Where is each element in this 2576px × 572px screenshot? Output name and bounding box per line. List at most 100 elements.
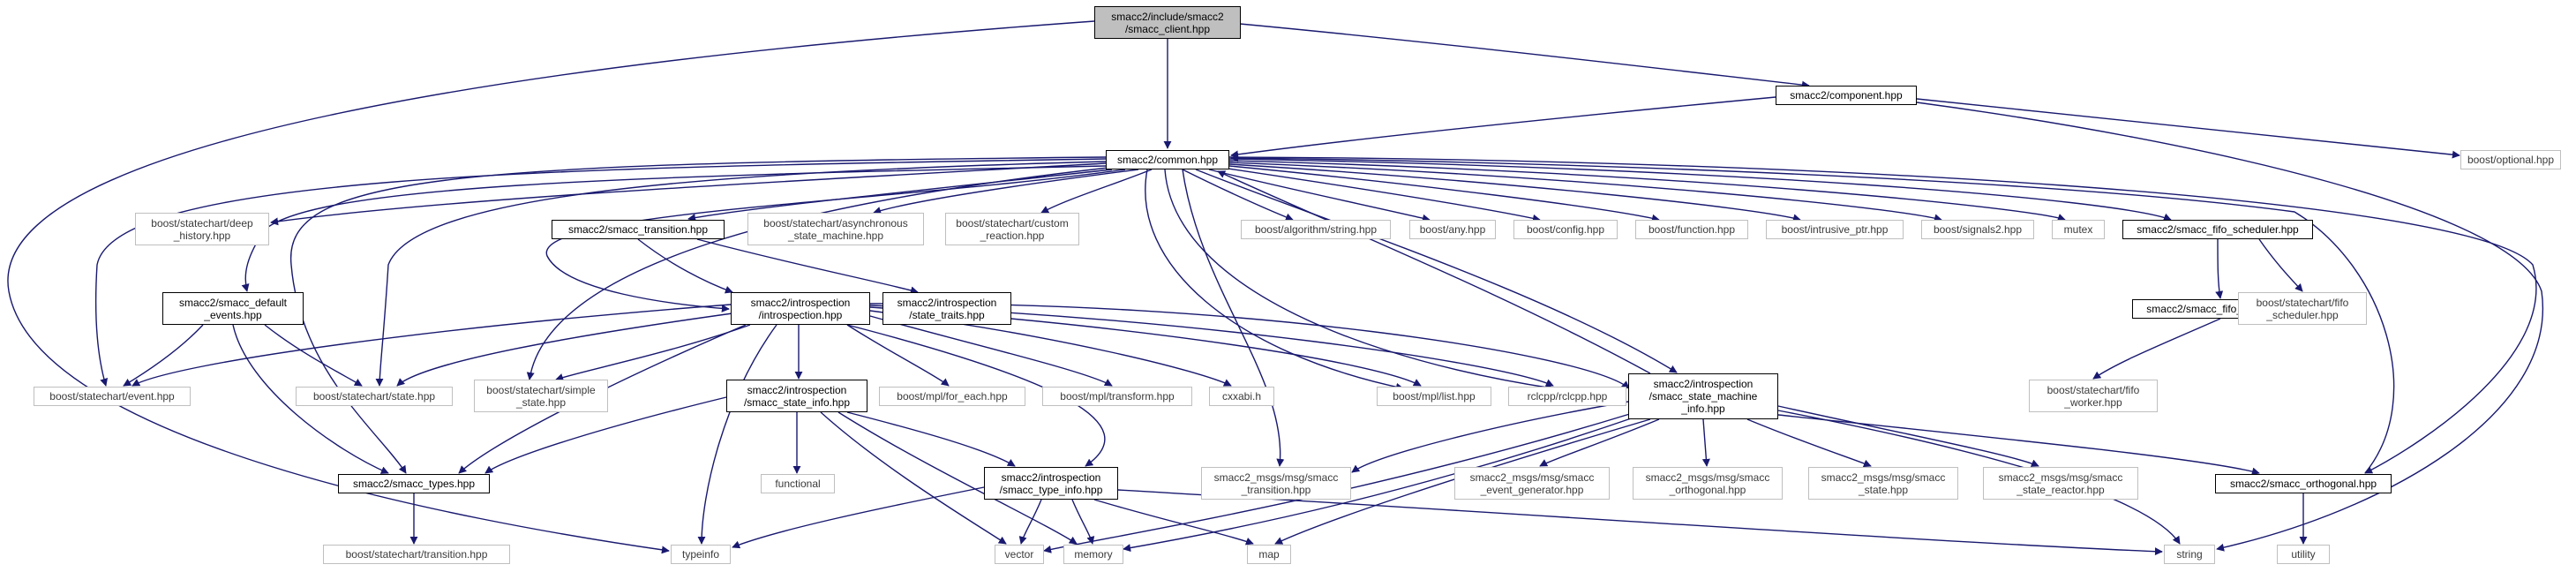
edge-component-common — [1230, 96, 1776, 159]
node-fifo-scheduler[interactable]: smacc2/smacc_fifo_scheduler.hpp — [2122, 220, 2313, 239]
edge-orthogonal-common — [1230, 154, 2395, 474]
node-msg-transition[interactable]: smacc2_msgs/msg/smacc _transition.hpp — [1201, 467, 1351, 500]
edge-sm-info-orthogonal — [1777, 414, 2260, 476]
node-msg-state[interactable]: smacc2_msgs/msg/smacc _state.hpp — [1808, 467, 1958, 500]
node-sm-info[interactable]: smacc2/introspection /smacc_state_machin… — [1628, 373, 1778, 419]
edge-sm-info-memory — [1123, 414, 1642, 553]
node-utility[interactable]: utility — [2277, 545, 2330, 564]
node-any[interactable]: boost/any.hpp — [1409, 220, 1496, 239]
edge-common-msg-transition — [1182, 169, 1285, 467]
edge-fifo-scheduler-sc-fifo-scheduler — [2258, 238, 2303, 292]
node-map[interactable]: map — [1247, 545, 1291, 564]
node-state[interactable]: boost/statechart/state.hpp — [296, 387, 453, 406]
node-optional[interactable]: boost/optional.hpp — [2460, 150, 2561, 169]
node-mutex[interactable]: mutex — [2052, 220, 2105, 239]
edge-common-async-sm — [873, 169, 1139, 214]
edge-smacc-transition-state-traits — [696, 238, 919, 295]
node-introspection[interactable]: smacc2/introspection /introspection.hpp — [731, 292, 870, 325]
edge-sm-info-common — [1217, 170, 1651, 374]
edge-introspection-event — [131, 304, 732, 387]
node-component[interactable]: smacc2/component.hpp — [1776, 86, 1917, 105]
node-signals2[interactable]: boost/signals2.hpp — [1921, 220, 2034, 239]
node-state-traits[interactable]: smacc2/introspection /state_traits.hpp — [882, 292, 1011, 325]
edge-introspection-sm-info — [869, 303, 1630, 389]
edge-default-events-smacc-types — [232, 324, 389, 474]
edge-type-info-memory — [1071, 499, 1095, 545]
node-cxxabi[interactable]: cxxabi.h — [1209, 387, 1274, 406]
edge-common-sm-info — [1195, 169, 1678, 373]
node-functional[interactable]: functional — [761, 474, 835, 493]
edge-type-info-typeinfo — [732, 486, 985, 549]
edge-common-custom-reaction — [1040, 169, 1153, 214]
node-simple-state[interactable]: boost/statechart/simple _state.hpp — [474, 380, 608, 412]
edge-common-event — [94, 158, 1107, 387]
edge-type-info-map — [1093, 499, 1254, 546]
node-intrusive-ptr[interactable]: boost/intrusive_ptr.hpp — [1766, 220, 1904, 239]
node-algorithm-string[interactable]: boost/algorithm/string.hpp — [1241, 220, 1391, 239]
edge-common-intrusive-ptr — [1228, 163, 1801, 222]
edge-component-optional — [1916, 98, 2460, 159]
edge-common-deep-history — [270, 162, 1107, 226]
node-custom-reaction[interactable]: boost/statechart/custom _reaction.hpp — [945, 213, 1079, 245]
node-smacc-transition[interactable]: smacc2/smacc_transition.hpp — [552, 220, 725, 239]
edge-fifo-scheduler-fifo-worker — [2215, 238, 2224, 299]
node-msg-event-gen[interactable]: smacc2_msgs/msg/smacc _event_generator.h… — [1454, 467, 1610, 500]
edge-sm-info-msg-event-gen — [1539, 418, 1660, 467]
edge-sm-info-vector — [1043, 412, 1633, 553]
node-mpl-list[interactable]: boost/mpl/list.hpp — [1377, 387, 1491, 406]
edge-type-info-string — [1117, 489, 2163, 556]
edge-root-component — [1239, 23, 1810, 89]
edge-common-rclcpp — [1164, 169, 1554, 392]
node-for-each[interactable]: boost/mpl/for_each.hpp — [879, 387, 1025, 406]
node-vector[interactable]: vector — [995, 545, 1044, 564]
edge-common-mutex — [1228, 160, 2066, 222]
node-transform[interactable]: boost/mpl/transform.hpp — [1042, 387, 1192, 406]
edge-default-events-state — [264, 324, 363, 387]
node-string[interactable]: string — [2164, 545, 2215, 564]
edge-common-any — [1208, 169, 1431, 222]
edge-state-info-memory — [837, 411, 1078, 545]
edge-state-info-smacc-types — [484, 396, 727, 474]
edge-sm-info-msg-orthogonal — [1701, 418, 1710, 467]
edge-introspection-transform — [869, 315, 1113, 387]
edge-common-config — [1221, 167, 1541, 222]
edge-introspection-for-each — [846, 324, 950, 387]
edge-common-signals2 — [1228, 162, 1942, 222]
edge-common-orthogonal — [1228, 156, 2537, 474]
node-async-sm[interactable]: boost/statechart/asynchronous _state_mac… — [747, 213, 924, 245]
edge-common-algorithm-string — [1182, 169, 1294, 222]
edge-common-function — [1228, 165, 1660, 222]
node-typeinfo[interactable]: typeinfo — [671, 545, 731, 564]
node-msg-state-reactor[interactable]: smacc2_msgs/msg/smacc _state_reactor.hpp — [1983, 467, 2138, 500]
node-orthogonal[interactable]: smacc2/smacc_orthogonal.hpp — [2215, 474, 2392, 493]
edge-common-fifo-scheduler — [1228, 158, 2172, 222]
node-sc-fifo-scheduler[interactable]: boost/statechart/fifo _scheduler.hpp — [2238, 292, 2367, 325]
node-deep-history[interactable]: boost/statechart/deep _history.hpp — [135, 213, 269, 245]
edge-state-info-type-info — [846, 411, 1016, 467]
node-rclcpp[interactable]: rclcpp/rclcpp.hpp — [1508, 387, 1626, 406]
edge-fifo-worker-sc-fifo-worker — [2092, 318, 2221, 380]
node-common[interactable]: smacc2/common.hpp — [1106, 150, 1229, 169]
node-root[interactable]: smacc2/include/smacc2 /smacc_client.hpp — [1094, 6, 1241, 39]
edge-sm-info-map — [1274, 418, 1651, 545]
edge-common-simple-state — [526, 167, 1109, 380]
node-default-events[interactable]: smacc2/smacc_default _events.hpp — [162, 292, 304, 325]
node-sc-transition[interactable]: boost/statechart/transition.hpp — [323, 545, 510, 564]
node-function[interactable]: boost/function.hpp — [1635, 220, 1748, 239]
edge-sm-info-msg-state-reactor — [1777, 405, 2039, 467]
edge-smacc-transition-introspection — [637, 238, 733, 294]
edge-state-info-vector — [820, 411, 1007, 545]
node-event[interactable]: boost/statechart/event.hpp — [34, 387, 191, 406]
node-sc-fifo-worker[interactable]: boost/statechart/fifo _worker.hpp — [2029, 380, 2158, 412]
node-msg-orthogonal[interactable]: smacc2_msgs/msg/smacc _orthogonal.hpp — [1633, 467, 1783, 500]
node-memory[interactable]: memory — [1063, 545, 1123, 564]
node-smacc-types[interactable]: smacc2/smacc_types.hpp — [338, 474, 490, 493]
edge-type-info-vector — [1018, 499, 1042, 545]
node-state-info[interactable]: smacc2/introspection /smacc_state_info.h… — [726, 380, 867, 412]
node-type-info[interactable]: smacc2/introspection /smacc_type_info.hp… — [984, 467, 1118, 500]
edge-sm-info-msg-transition — [1351, 401, 1629, 473]
edge-introspection-typeinfo — [697, 324, 777, 545]
node-config[interactable]: boost/config.hpp — [1513, 220, 1618, 239]
